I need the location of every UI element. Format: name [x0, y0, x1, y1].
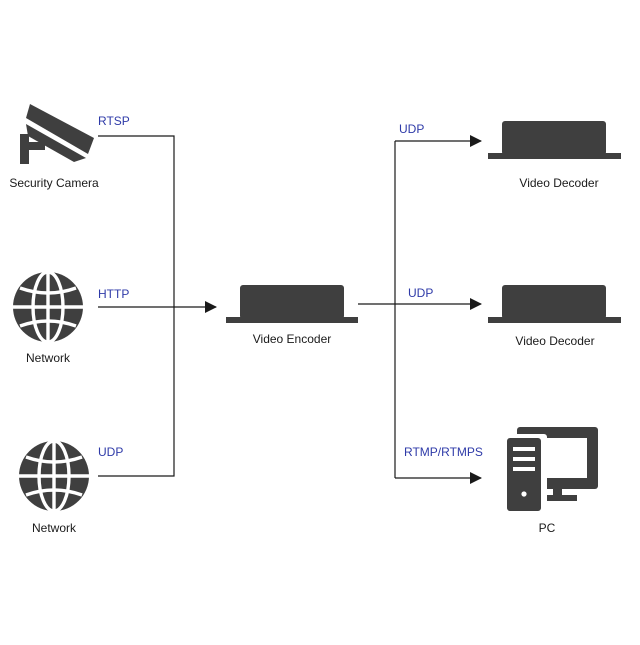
network-node-1: Network — [13, 270, 83, 365]
video-decoder-icon — [488, 121, 621, 159]
protocol-label-udp-decoder-2: UDP — [408, 286, 433, 300]
globe-icon — [19, 439, 89, 513]
video-encoder-icon — [226, 285, 358, 323]
video-encoder-node: Video Encoder — [226, 285, 358, 346]
globe-icon — [13, 270, 83, 344]
video-encoder-label: Video Encoder — [253, 332, 332, 346]
pc-label: PC — [539, 521, 556, 535]
pc-node: PC — [503, 427, 598, 535]
protocol-label-http: HTTP — [98, 287, 129, 301]
video-decoder-label-1: Video Decoder — [519, 176, 598, 190]
protocol-label-rtsp: RTSP — [98, 114, 130, 128]
video-decoder-icon — [488, 285, 621, 323]
video-decoder-label-2: Video Decoder — [515, 334, 594, 348]
security-camera-node: Security Camera — [9, 104, 99, 190]
security-camera-label: Security Camera — [9, 176, 99, 190]
security-camera-icon — [20, 104, 94, 164]
network-node-2: Network — [19, 439, 89, 535]
video-decoder-node-1: Video Decoder — [488, 121, 621, 190]
network-label-2: Network — [32, 521, 77, 535]
connectors — [98, 135, 482, 484]
video-decoder-node-2: Video Decoder — [488, 285, 621, 348]
protocol-label-rtmp: RTMP/RTMPS — [404, 445, 483, 459]
input-bus-line — [98, 135, 175, 477]
network-label-1: Network — [26, 351, 71, 365]
protocol-label-udp-input: UDP — [98, 445, 123, 459]
protocol-labels: RTSP HTTP UDP UDP UDP RTMP/RTMPS — [98, 114, 483, 459]
protocol-label-udp-decoder-1: UDP — [399, 122, 424, 136]
pc-icon — [503, 427, 598, 515]
